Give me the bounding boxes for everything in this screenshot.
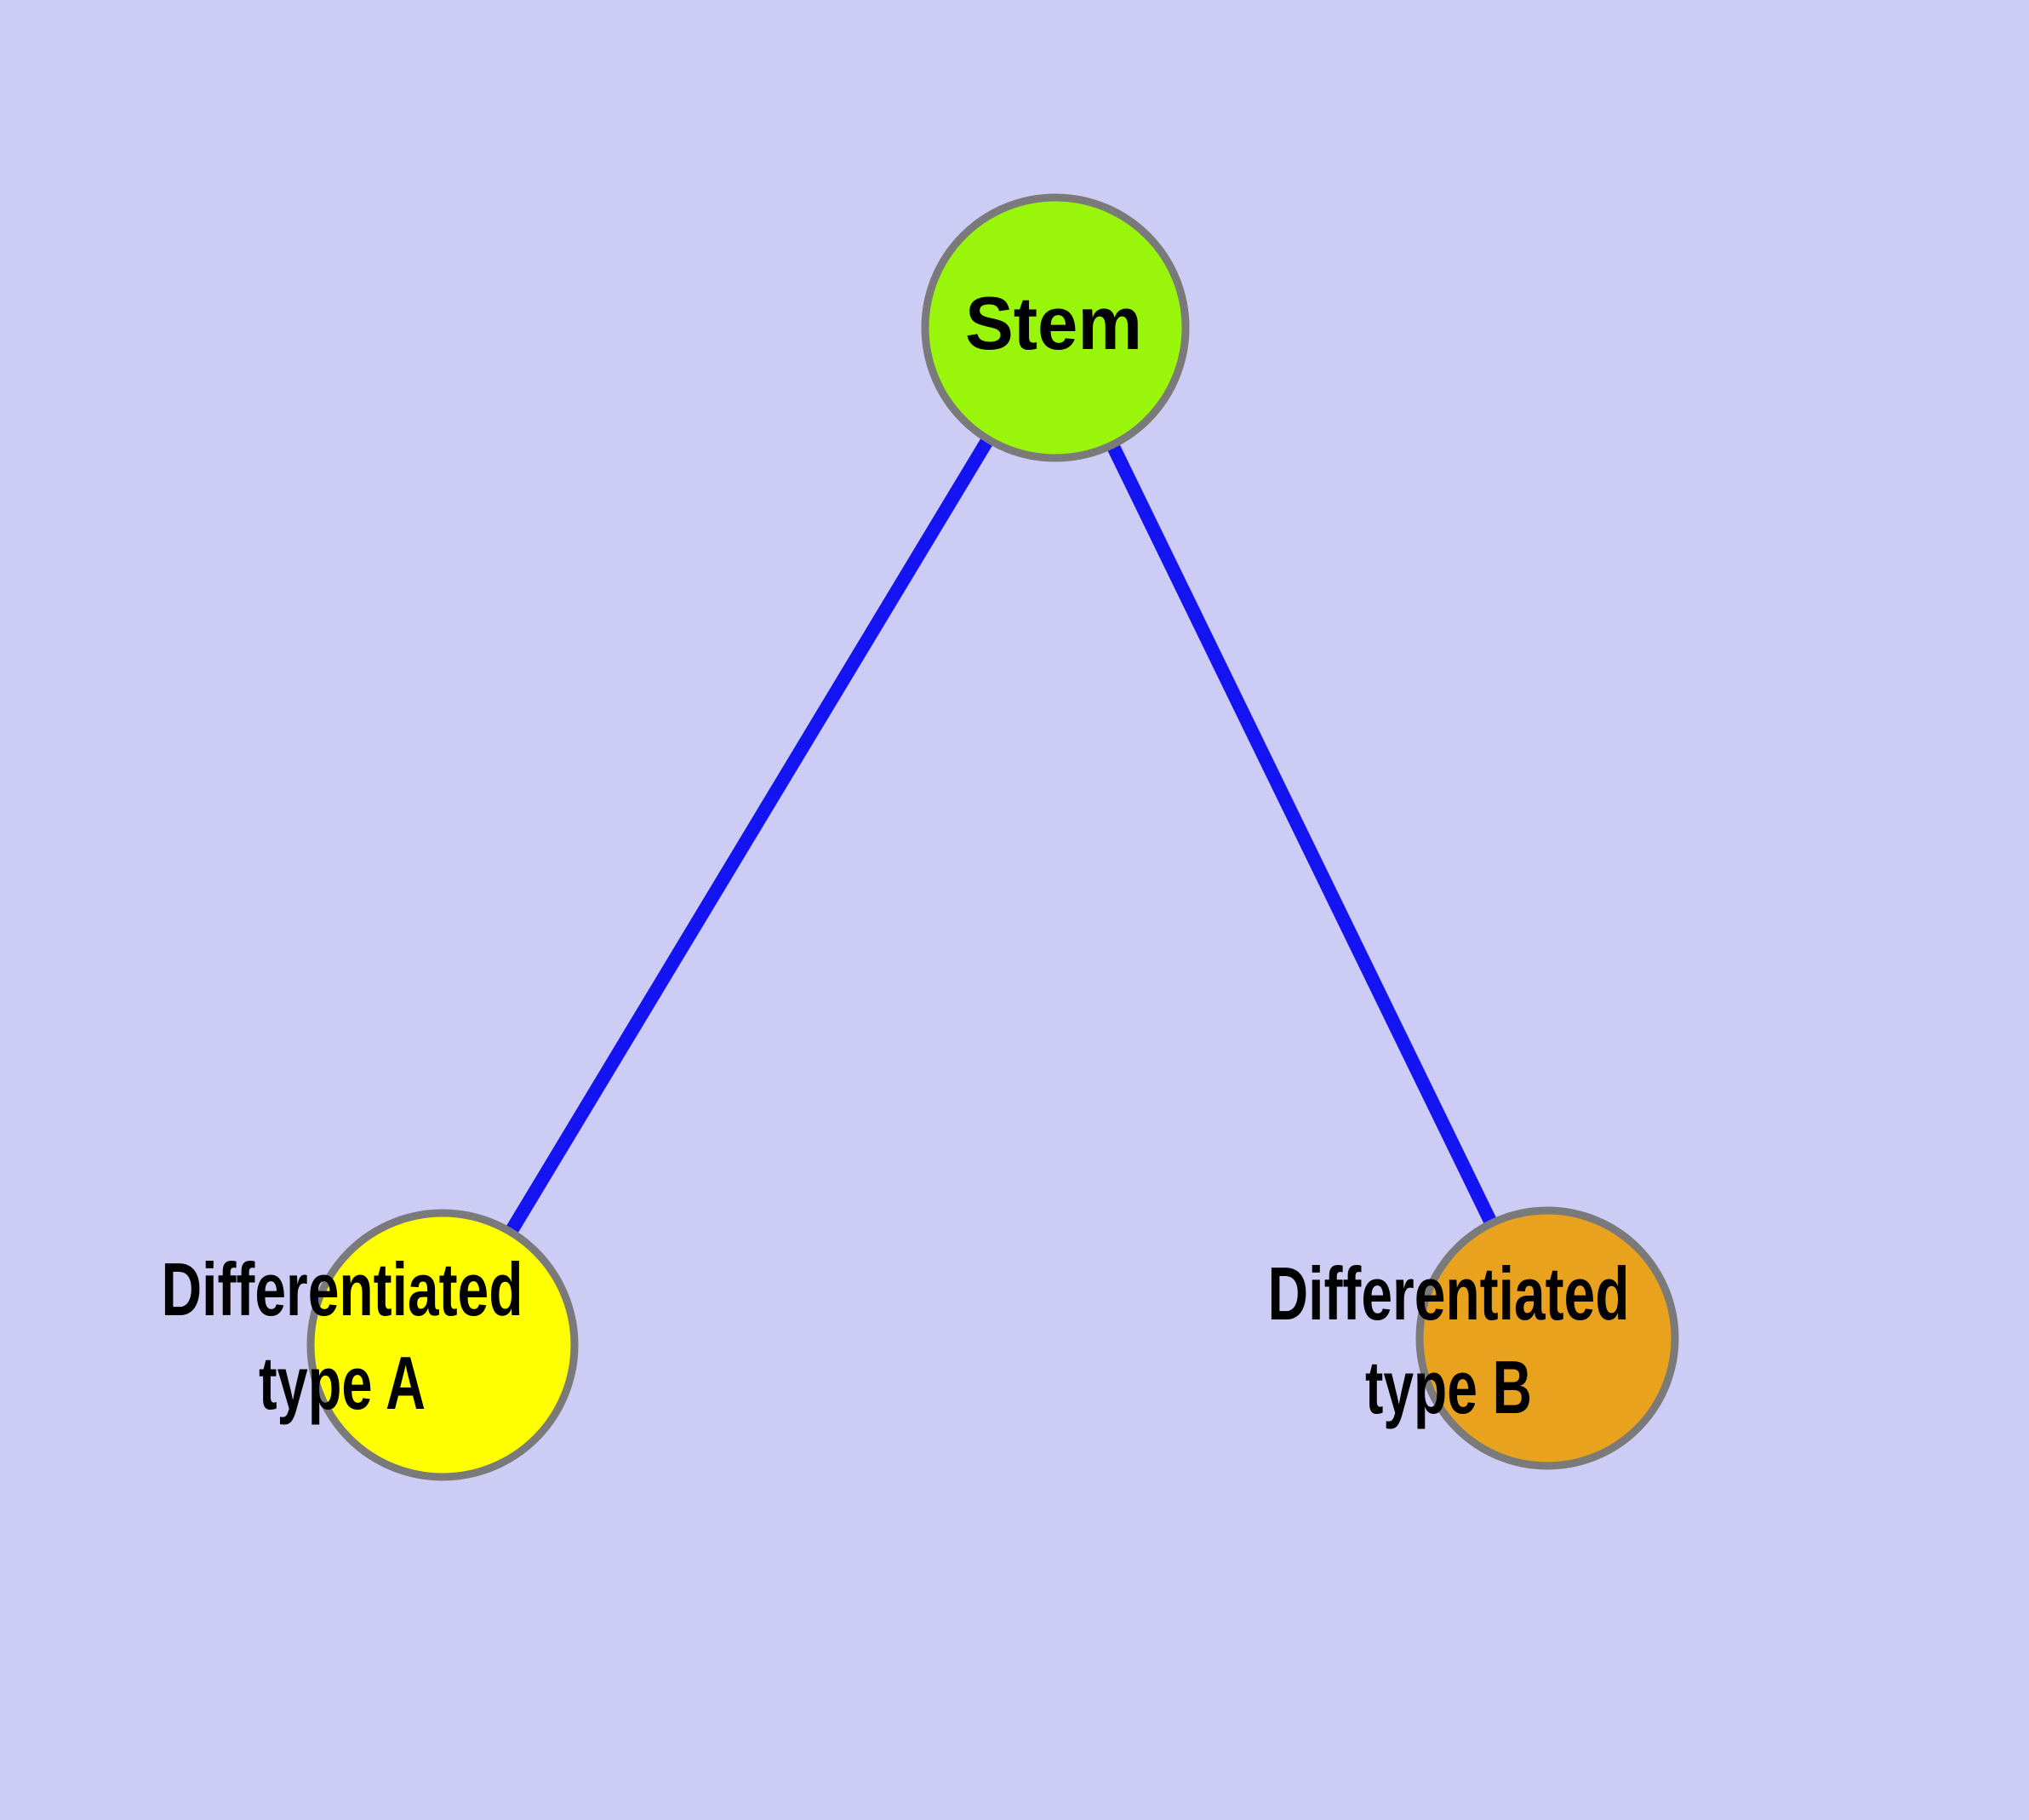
edge-stem-to-type-b bbox=[1049, 324, 1554, 1342]
node-type-b bbox=[1420, 1210, 1675, 1466]
node-type-a bbox=[311, 1213, 574, 1477]
node-stem bbox=[925, 197, 1186, 458]
node-type-a-label-line1: Differentiated bbox=[162, 1247, 523, 1331]
node-type-a-label-line2: type A bbox=[259, 1341, 426, 1425]
node-type-b-border bbox=[1415, 1206, 1679, 1470]
node-stem-label: Stem bbox=[965, 281, 1142, 365]
node-stem-border bbox=[921, 193, 1190, 462]
node-type-b-label-line2: type B bbox=[1365, 1345, 1532, 1429]
edge-stem-to-type-a bbox=[437, 323, 1061, 1349]
node-type-b-label-line1: Differentiated bbox=[1268, 1251, 1630, 1336]
node-type-a-border bbox=[306, 1209, 579, 1481]
